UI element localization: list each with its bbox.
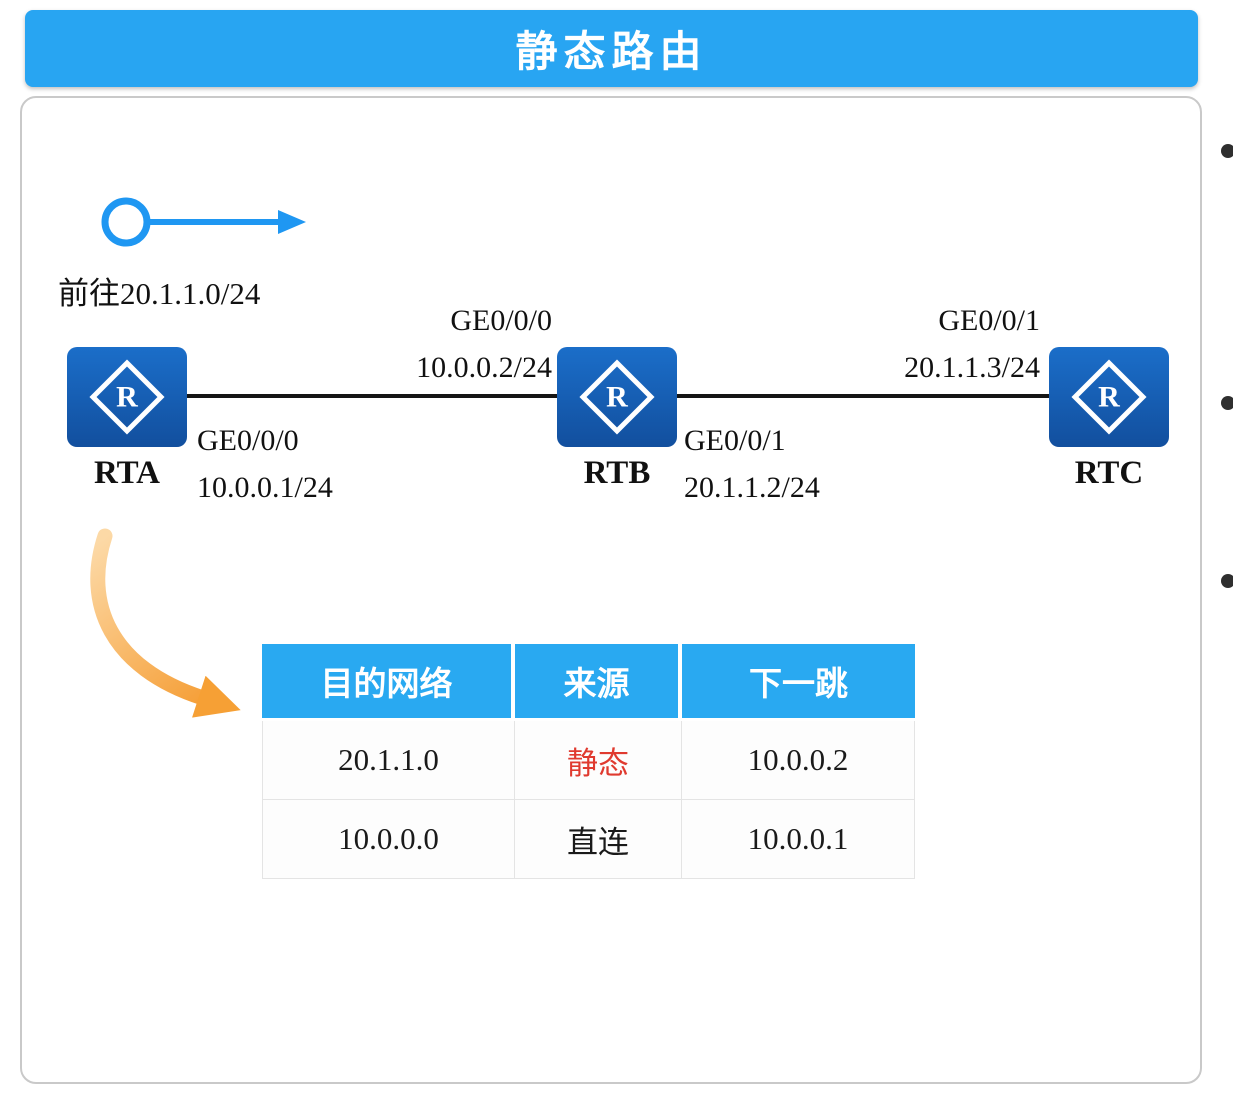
router-name: RTB bbox=[583, 455, 651, 491]
callout-arrow-icon bbox=[90, 528, 241, 718]
column-header-source: 来源 bbox=[515, 644, 682, 721]
link-rta-rtb bbox=[187, 394, 557, 398]
link2-rtb-side-label: GE0/0/1 20.1.1.2/24 bbox=[684, 417, 870, 511]
diagram-panel bbox=[20, 96, 1202, 1084]
cell-destination: 10.0.0.0 bbox=[262, 800, 515, 879]
interface-name: GE0/0/1 bbox=[684, 424, 786, 457]
svg-text:R: R bbox=[606, 381, 628, 414]
link1-rtb-side-label: GE0/0/0 10.0.0.2/24 bbox=[330, 297, 552, 391]
cell-destination: 20.1.1.0 bbox=[262, 721, 515, 800]
cell-source: 静态 bbox=[515, 721, 682, 800]
route-arrowhead-icon bbox=[278, 210, 306, 234]
route-legend-label: 前往20.1.1.0/24 bbox=[58, 276, 261, 311]
interface-ip: 10.0.0.2/24 bbox=[416, 351, 552, 384]
interface-ip: 10.0.0.1/24 bbox=[197, 471, 333, 504]
link2-rtc-side-label: GE0/0/1 20.1.1.3/24 bbox=[818, 297, 1040, 391]
route-origin-icon bbox=[101, 197, 151, 247]
link-rtb-rtc bbox=[677, 394, 1049, 398]
bullet-dot bbox=[1221, 144, 1233, 158]
svg-text:R: R bbox=[1098, 381, 1120, 414]
bullet-dot bbox=[1221, 574, 1233, 588]
router-icon: R bbox=[67, 347, 187, 447]
column-header-nexthop: 下一跳 bbox=[682, 644, 915, 721]
router-rta: R RTA bbox=[67, 347, 187, 492]
route-legend bbox=[101, 197, 306, 247]
cell-nexthop: 10.0.0.2 bbox=[682, 721, 915, 800]
svg-text:R: R bbox=[116, 381, 138, 414]
cell-nexthop: 10.0.0.1 bbox=[682, 800, 915, 879]
interface-name: GE0/0/0 bbox=[450, 304, 552, 337]
page-title: 静态路由 bbox=[515, 30, 708, 76]
link1-rta-side-label: GE0/0/0 10.0.0.1/24 bbox=[197, 417, 383, 511]
column-header-destination: 目的网络 bbox=[262, 644, 515, 721]
interface-name: GE0/0/0 bbox=[197, 424, 299, 457]
interface-ip: 20.1.1.3/24 bbox=[904, 351, 1040, 384]
interface-name: GE0/0/1 bbox=[938, 304, 1040, 337]
cell-source: 直连 bbox=[515, 800, 682, 879]
routing-table: 目的网络 来源 下一跳 20.1.1.0 静态 10.0.0.2 10.0.0.… bbox=[262, 644, 915, 879]
router-name: RTC bbox=[1074, 455, 1144, 491]
router-rtc: R RTC bbox=[1049, 347, 1169, 492]
bullet-dot bbox=[1221, 396, 1233, 410]
title-banner: 静态路由 bbox=[25, 10, 1198, 87]
router-name: RTA bbox=[93, 455, 161, 491]
interface-ip: 20.1.1.2/24 bbox=[684, 471, 820, 504]
router-rtb: R RTB bbox=[557, 347, 677, 492]
router-icon: R bbox=[1049, 347, 1169, 447]
router-icon: R bbox=[557, 347, 677, 447]
